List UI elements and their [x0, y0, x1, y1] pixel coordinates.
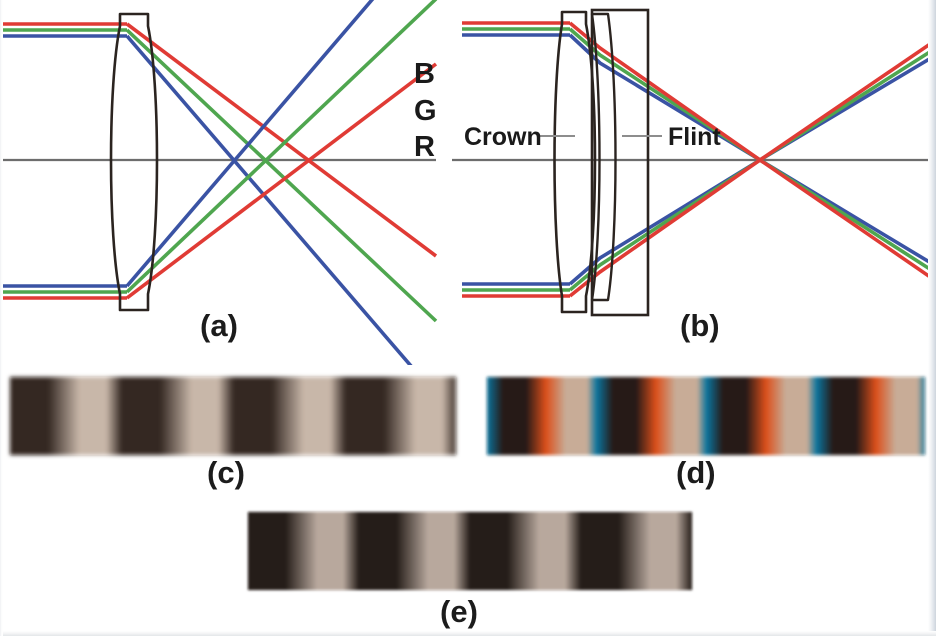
flint-label-text: Flint [668, 123, 721, 151]
lens-singlet-outline-a [109, 12, 159, 312]
panel-b-group [452, 8, 936, 317]
bar-target-achromat [248, 512, 692, 590]
ray-red-out-lower-b [568, 38, 936, 298]
bar-target-fringed [487, 377, 925, 455]
crown-label-text: Crown [464, 123, 542, 151]
ray-green-out-lower-b [568, 46, 936, 292]
caption-e: (e) [440, 594, 478, 629]
ray-green-out-lower-a [125, 0, 438, 294]
ray-blue-out-upper-b [568, 33, 936, 268]
caption-c: (c) [207, 455, 245, 490]
ray-green-out-upper-a [125, 28, 438, 323]
legend-letter-r: R [414, 131, 435, 163]
legend-letter-b: B [414, 58, 435, 90]
bar-target-singlet [10, 377, 456, 455]
ray-blue-out-upper-a [125, 34, 413, 365]
caption-a: (a) [200, 308, 238, 343]
legend-letter-g: G [414, 95, 437, 127]
ray-green-out-upper-b [568, 27, 936, 275]
panel-a-group [0, 0, 438, 365]
lens-flint-meniscus-b [590, 12, 617, 302]
ray-red-out-upper-b [568, 21, 936, 283]
ray-red-out-upper-a [125, 22, 438, 258]
scan-edge-right [928, 0, 936, 636]
ray-red-out-lower-a [125, 62, 438, 300]
ray-blue-out-lower-b [568, 53, 936, 286]
lens-flint-housing-b [590, 8, 650, 317]
scan-edge-bottom [0, 631, 936, 636]
caption-b: (b) [680, 308, 720, 343]
scan-edge-left [0, 0, 3, 636]
ray-blue-out-lower-a [125, 0, 375, 288]
caption-d: (d) [676, 455, 716, 490]
ray-diagram-svg: B G R [0, 0, 936, 365]
